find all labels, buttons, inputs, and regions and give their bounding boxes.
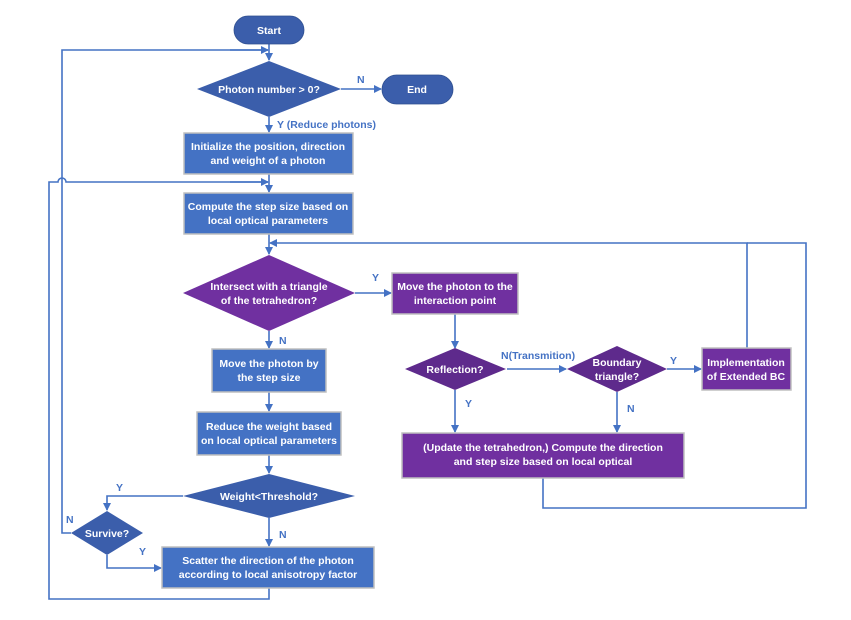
node-move-interaction: Move the photon to the interaction point [391,272,519,315]
edge-weight-yes [103,495,183,511]
svg-text:Initialize the position, direc: Initialize the position, direction [191,141,345,153]
svg-text:triangle?: triangle? [595,371,639,383]
svg-text:Weight<Threshold?: Weight<Threshold? [220,491,318,503]
svg-text:interaction point: interaction point [414,295,497,307]
node-weight-check: Weight<Threshold? [183,474,355,518]
svg-text:End: End [407,84,427,96]
svg-text:and step size based on local o: and step size based on local optical [454,456,633,468]
label-boundary-yes: Y [670,355,677,367]
label-photon-yes: Y (Reduce photons) [277,119,376,131]
node-step-size: Compute the step size based on local opt… [183,192,354,235]
node-update: (Update the tetrahedron,) Compute the di… [401,432,685,479]
edge-survive-no [61,49,268,534]
svg-text:Intersect with a triangle: Intersect with a triangle [210,281,327,293]
svg-text:Scatter the direction of the p: Scatter the direction of the photon [182,555,354,567]
svg-text:on local optical parameters: on local optical parameters [201,435,337,447]
node-photon-check: Photon number > 0? [197,61,341,117]
svg-text:Reduce the weight based: Reduce the weight based [206,421,332,433]
node-intersect: Intersect with a triangle of the tetrahe… [183,255,355,331]
node-extended-bc: Implementation of Extended BC [701,347,792,391]
edge-survive-yes [106,555,162,572]
edge-update-loop [542,242,807,509]
node-reduce-weight: Reduce the weight based on local optical… [196,411,342,456]
label-intersect-no: N [279,335,287,347]
edge-scatter-loop [48,177,270,600]
node-move-step: Move the photon by the step size [211,348,327,393]
svg-text:Compute the step size based on: Compute the step size based on [188,201,348,213]
label-reflection-no: N(Transmition) [501,350,575,362]
svg-text:Move the photon by: Move the photon by [219,358,318,370]
svg-text:Boundary: Boundary [592,357,641,369]
svg-text:of Extended BC: of Extended BC [707,371,786,383]
node-start: Start [233,15,305,45]
svg-text:the step size: the step size [237,372,300,384]
svg-text:Survive?: Survive? [85,528,129,540]
svg-text:Photon number > 0?: Photon number > 0? [218,84,320,96]
svg-text:Implementation: Implementation [707,357,785,369]
label-weight-no: N [279,529,287,541]
label-survive-yes: Y [139,546,146,558]
label-photon-no: N [357,74,365,86]
node-reflection: Reflection? [405,348,506,390]
svg-text:Reflection?: Reflection? [426,364,483,376]
connectors [48,44,807,600]
svg-text:Move the photon to the: Move the photon to the [397,281,513,293]
label-boundary-no: N [627,403,635,415]
svg-text:(Update the tetrahedron,) Comp: (Update the tetrahedron,) Compute the di… [423,442,663,454]
label-intersect-yes: Y [372,272,379,284]
node-boundary: Boundary triangle? [567,346,667,392]
edge-labels: N Y (Reduce photons) Y N N(Transmition) … [66,74,677,558]
svg-text:Start: Start [257,25,281,37]
label-reflection-yes: Y [465,398,472,410]
svg-text:local optical parameters: local optical parameters [208,215,328,227]
node-end: End [381,74,454,105]
node-survive: Survive? [71,511,143,555]
label-survive-no: N [66,514,74,526]
svg-text:of the tetrahedron?: of the tetrahedron? [221,295,317,307]
node-scatter: Scatter the direction of the photon acco… [161,546,375,589]
svg-text:and weight of a photon: and weight of a photon [211,155,326,167]
svg-text:according to local anisotropy: according to local anisotropy factor [179,569,358,581]
label-weight-yes: Y [116,482,123,494]
node-init: Initialize the position, direction and w… [183,132,354,175]
